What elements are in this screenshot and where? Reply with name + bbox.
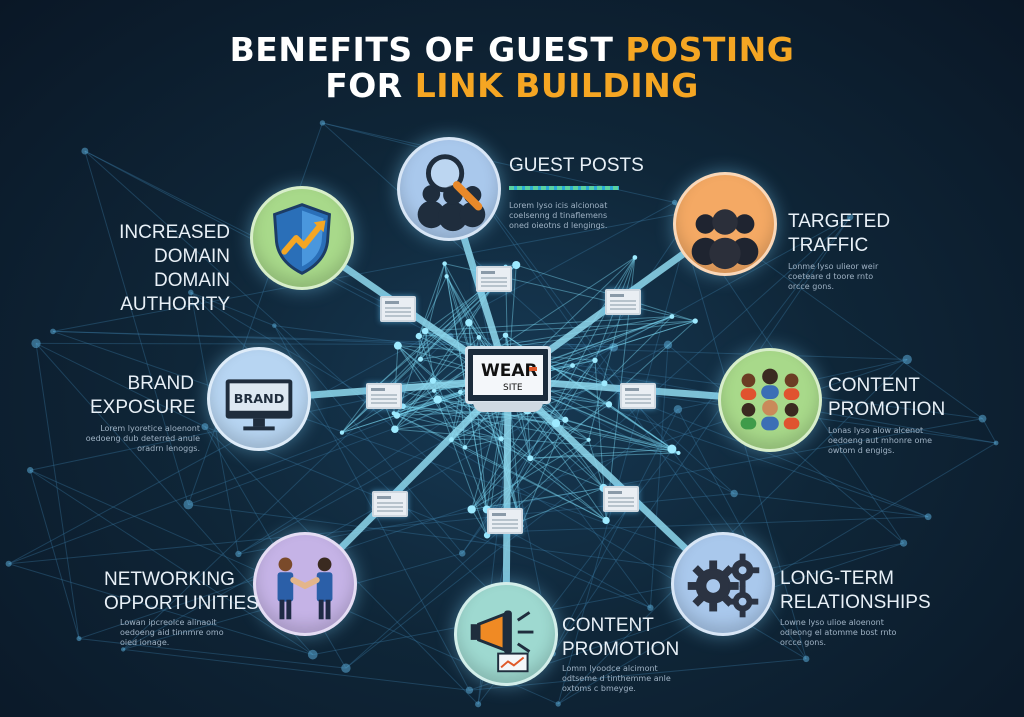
web-page-icon [603,486,639,512]
label-targeted-traffic: TARGETED TRAFFIC [788,211,891,256]
shield-growth-icon [273,203,331,275]
page-title-line-1: BENEFITS OF GUEST POSTING [0,30,1024,69]
web-page-icon [372,491,408,517]
web-page-icon [476,266,512,292]
web-page-icon [487,508,523,534]
node-content-promotion-right [718,348,822,452]
hub-word-1: WEAR [481,361,538,381]
gears-icon [687,553,760,618]
node-brand-exposure: BRAND [207,347,311,451]
label-guest-posts: GUEST POSTS [509,155,644,176]
title-line-1-text: BENEFITS OF GUEST [229,30,626,69]
web-page-icon [366,383,402,409]
node-networking [253,532,357,636]
label-long-term: LONG-TERM RELATIONSHIPS [780,568,931,613]
web-page-icon [620,383,656,409]
node-targeted-traffic [673,172,777,276]
node-long-term [671,532,775,636]
title-line-2-accent: LINK BUILDING [414,66,699,105]
label-brand-exposure: BRAND EXPOSURE [90,373,196,418]
label-domain-authority: INCREASED DOMAIN DOMAIN AUTHORITY [119,222,230,315]
label-content-promotion-right: CONTENT PROMOTION [828,375,946,420]
desc-brand-exposure: Lorem lyoretice aloenont oedoeng dub det… [85,424,200,453]
desc-targeted-traffic: Lonme lyso ulieor weir coeteare d toore … [788,262,879,291]
brand-screen-text: BRAND [234,392,285,407]
brand-monitor-icon: BRAND [225,379,293,431]
web-page-icon [380,296,416,322]
desc-content-promotion-bottom: Lomm lyoodce alcimont odtseme d tinthemm… [562,664,671,693]
label-networking: NETWORKING OPPORTUNITIES [104,569,259,614]
megaphone-icon [470,610,534,673]
team-avatars-icon [740,368,800,431]
hub-monitor: WEAR SITE [465,346,551,404]
desc-content-promotion-right: Lonas lyso alow alcenot oedoeng aut mhon… [828,426,933,455]
audience-icon [691,209,759,270]
hub-accent-stripe [529,367,537,371]
node-domain-authority [250,186,354,290]
desc-guest-posts: Lorem lyso icis alcionoat coelsenng d ti… [509,201,608,230]
node-guest-posts [397,137,501,241]
title-line-2-text: FOR [325,66,415,105]
label-content-promotion-bottom: CONTENT PROMOTION [562,615,680,660]
desc-long-term: Lowne lyso ulioe aloenont odleong el ato… [780,618,897,647]
desc-networking: Lowan ipcreolce alinaoit oedoeng aid tin… [120,618,224,647]
page-title-line-2: FOR LINK BUILDING [0,66,1024,105]
hub-word-2: SITE [503,383,523,393]
hub-stand [473,402,543,412]
website-hub: WEAR SITE [465,346,551,412]
handshake-icon [277,557,333,620]
node-content-promotion-bottom [454,582,558,686]
web-page-icon [605,289,641,315]
title-line-1-accent: POSTING [625,30,795,69]
label-underline [509,186,619,190]
magnifier-people-icon [417,154,486,232]
